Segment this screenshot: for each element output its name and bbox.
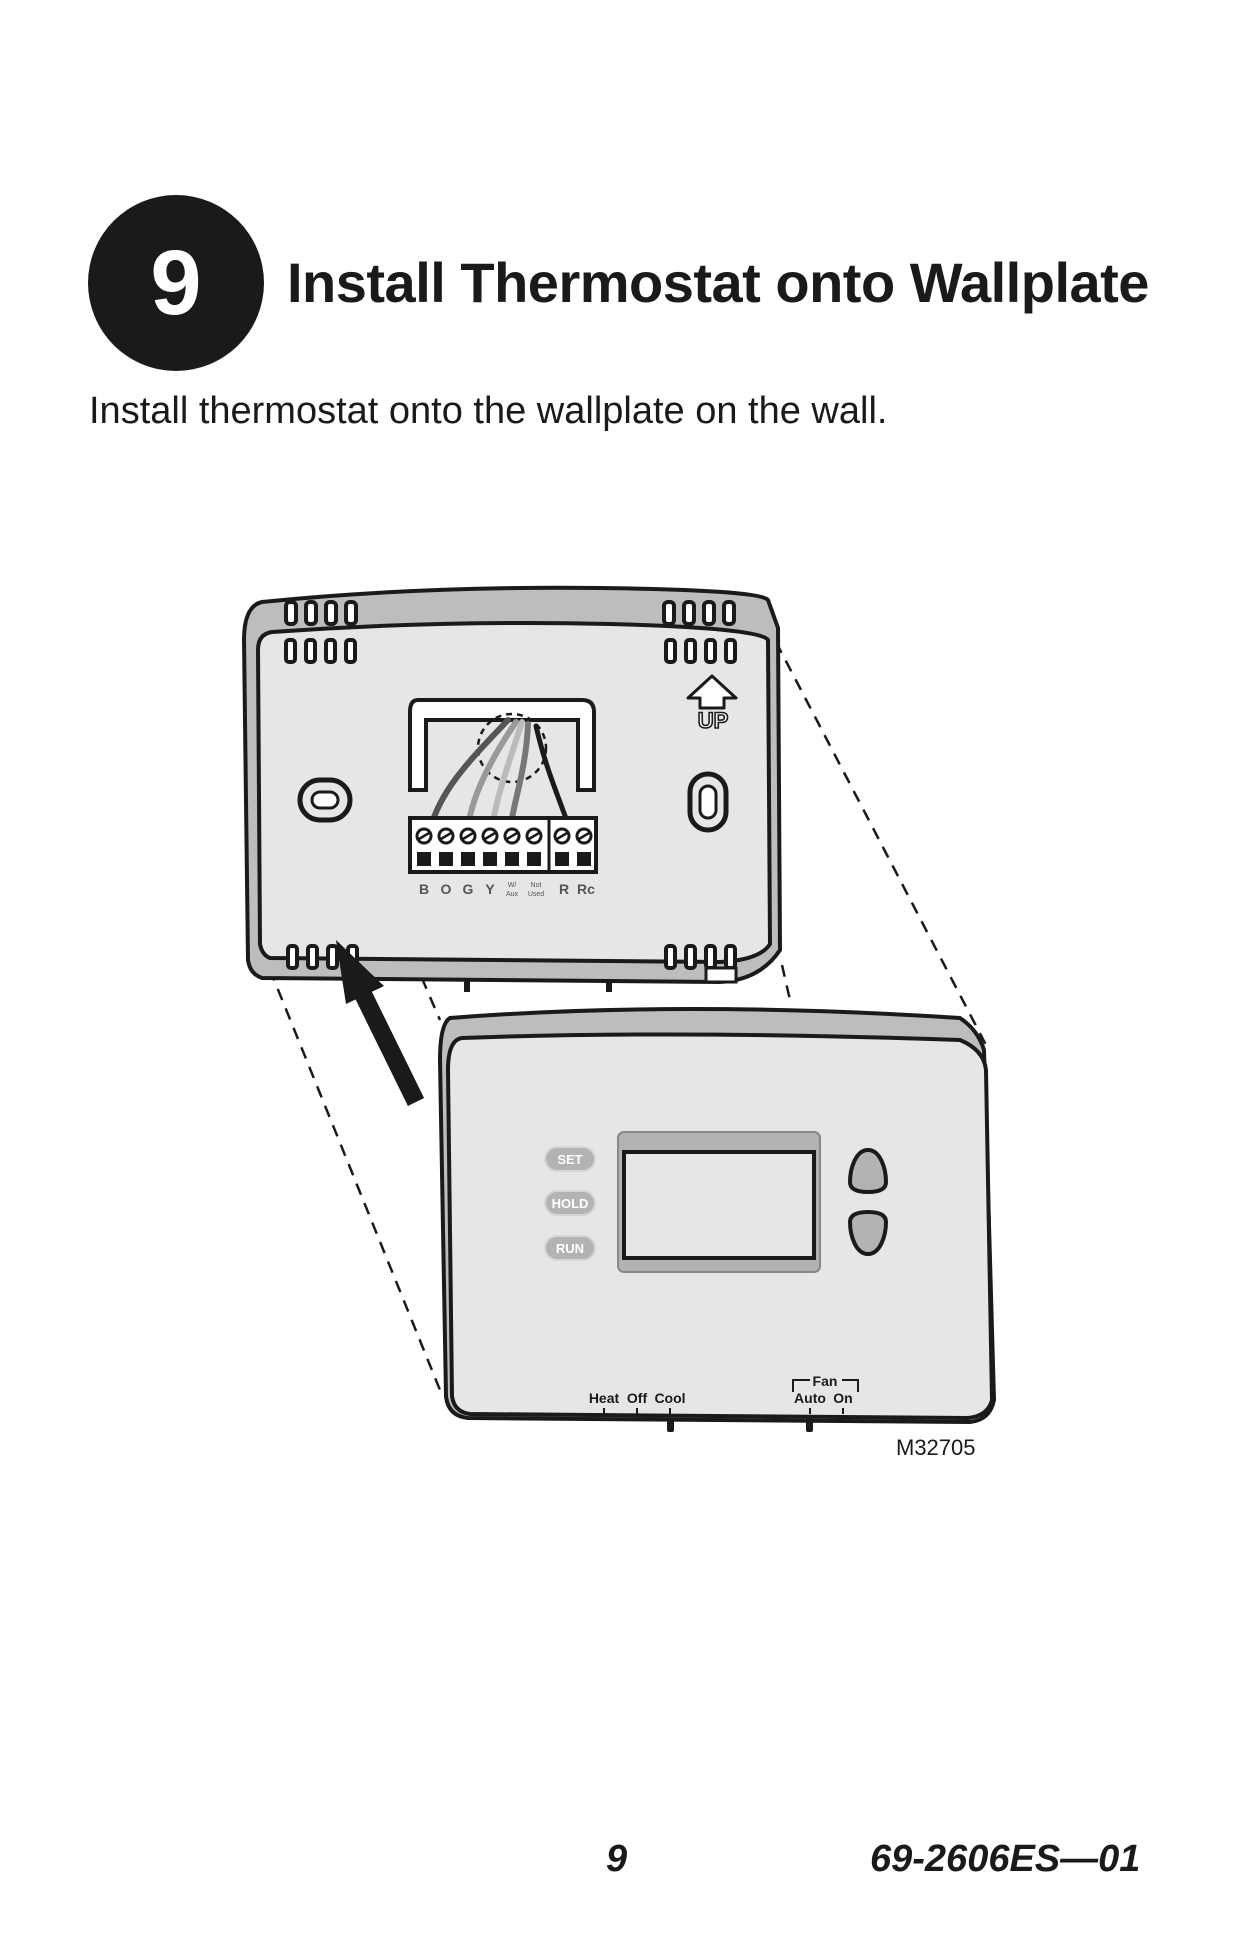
document-number: 69-2606ES—01 <box>870 1838 1141 1880</box>
terminal-label-waux-bottom: Aux <box>506 891 519 898</box>
step-number-badge: 9 <box>88 195 264 371</box>
insertion-arrow-icon <box>336 940 425 1106</box>
up-label: UP <box>698 708 729 733</box>
fan-switch-auto-label: Auto <box>794 1390 826 1406</box>
terminal-label-rc: Rc <box>577 881 595 897</box>
terminal-label-waux-top: W/ <box>508 882 517 889</box>
fan-label: Fan <box>813 1373 838 1389</box>
wallplate: B O G Y R Rc W/ Aux Not Used UP <box>241 585 783 992</box>
lcd-display <box>622 1150 816 1260</box>
instruction-text: Install thermostat onto the wallplate on… <box>89 390 888 432</box>
set-button-label: SET <box>557 1152 582 1167</box>
up-arrow-icon <box>686 674 738 710</box>
terminal-label-r: R <box>559 881 569 897</box>
figure-id: M32705 <box>896 1435 976 1460</box>
system-switch-cool-label: Cool <box>654 1390 685 1406</box>
fan-switch-on-label: On <box>833 1390 852 1406</box>
fan-switch-slider[interactable] <box>806 1418 813 1432</box>
step-title: Install Thermostat onto Wallplate <box>287 251 1149 314</box>
run-button[interactable] <box>544 1235 596 1261</box>
page-number: 9 <box>606 1838 628 1880</box>
terminal-label-g: G <box>463 881 474 897</box>
set-button[interactable] <box>544 1146 596 1172</box>
system-switch-slider[interactable] <box>667 1418 674 1432</box>
system-switch-off-label: Off <box>627 1390 648 1406</box>
terminal-label-notused-top: Not <box>531 882 542 889</box>
run-button-label: RUN <box>556 1241 584 1256</box>
temp-down-button-icon[interactable] <box>847 1209 889 1257</box>
terminal-label-b: B <box>419 881 429 897</box>
terminal-label-o: O <box>441 881 452 897</box>
terminal-label-y: Y <box>485 881 495 897</box>
terminal-label-notused-bottom: Used <box>528 891 544 898</box>
system-switch-heat-label: Heat <box>589 1390 620 1406</box>
temp-up-button-icon[interactable] <box>847 1147 889 1195</box>
hold-button[interactable] <box>544 1190 596 1216</box>
hold-button-label: HOLD <box>552 1196 589 1211</box>
thermostat: SET HOLD RUN Heat Off Cool Fan Auto On <box>437 1007 997 1432</box>
